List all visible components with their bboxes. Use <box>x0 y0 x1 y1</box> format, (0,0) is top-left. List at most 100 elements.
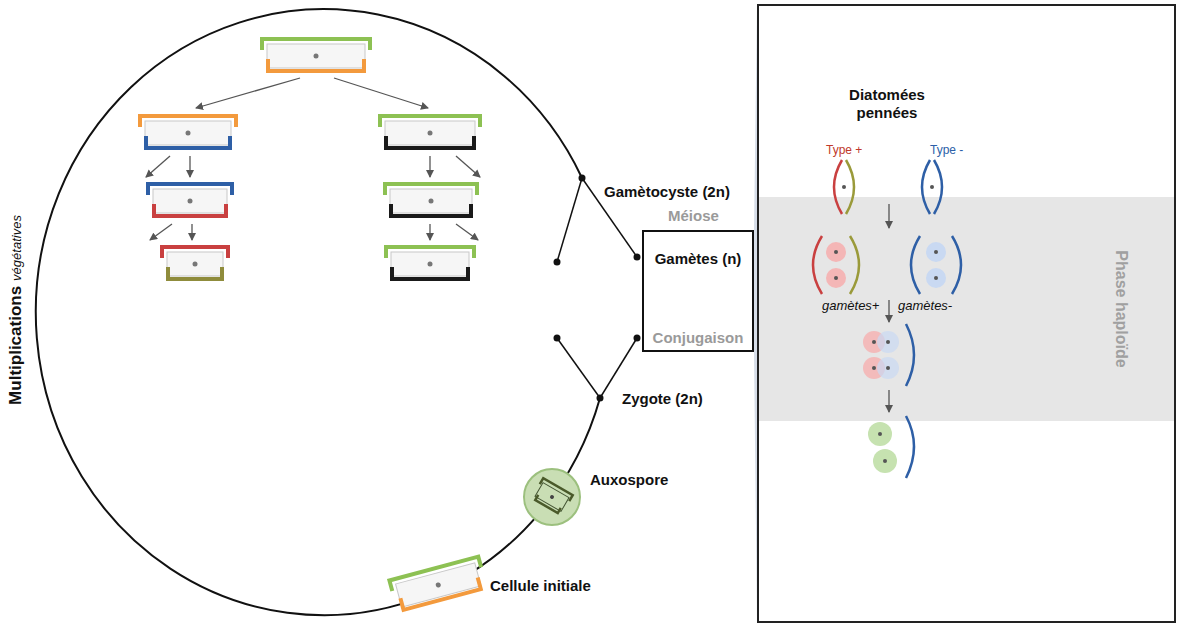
band-fill <box>759 197 1174 421</box>
epitheca <box>385 184 477 195</box>
stage-label: Gamètocyste (2n) <box>604 183 730 201</box>
pennate-illustration <box>813 160 961 478</box>
cycle-branches <box>557 178 637 398</box>
cycle-dot <box>554 335 561 342</box>
cycle-subtitle: végétatives <box>9 215 25 281</box>
nucleus <box>872 340 876 344</box>
stage-label: Auxospore <box>590 471 668 489</box>
cycle-title: Multiplications <box>6 286 26 405</box>
stage-label: Zygote (2n) <box>622 390 703 408</box>
epitheca <box>389 557 481 591</box>
valve <box>911 236 920 294</box>
stage-box: Gamètes (n)Conjugaison <box>642 230 754 352</box>
epitheca <box>540 478 573 501</box>
epitheca <box>140 116 236 127</box>
division-arrow <box>456 156 480 177</box>
valve <box>813 236 822 294</box>
division-arrow <box>150 224 172 240</box>
gamete-label: gamètes- <box>898 298 952 314</box>
auxospore-circle <box>524 469 580 525</box>
hypotheca <box>400 578 480 610</box>
nucleus <box>186 131 191 136</box>
step-arrow <box>888 204 889 228</box>
epitheca <box>380 116 480 127</box>
valve <box>846 160 854 214</box>
division-arrow <box>429 156 430 177</box>
cycle-dot <box>634 335 641 342</box>
hypotheca <box>146 136 230 148</box>
hypotheca <box>391 204 471 216</box>
branch-line <box>557 178 582 262</box>
frustule <box>386 247 474 279</box>
step-arrow <box>888 300 889 322</box>
zoom-panel: Diatomées pennéesType + Type - Phase haplo… <box>757 4 1176 623</box>
frustule <box>140 116 236 148</box>
nucleus <box>930 185 934 189</box>
cycle-dot <box>597 395 604 402</box>
gamete-minus <box>877 331 899 353</box>
cell-body <box>267 44 365 68</box>
step-arrows <box>888 204 889 412</box>
auxospore-figure <box>524 469 580 525</box>
epitheca <box>386 247 474 258</box>
mating-type-label: Type - <box>930 143 963 157</box>
text-holder: Phase haploïde <box>1111 250 1130 367</box>
valve <box>834 160 842 214</box>
panel-title: Diatomées pennées <box>832 86 942 122</box>
haploid-band: Phase haploïdegamètes+gamètes- <box>759 197 1174 421</box>
nuclei <box>834 185 938 463</box>
gamete-plus <box>826 268 846 288</box>
text-holder: Cellule initiale <box>490 577 591 595</box>
haploid-band-fill <box>759 197 1174 421</box>
cell-body <box>385 121 475 145</box>
division-arrow <box>456 224 478 240</box>
valve <box>906 416 914 478</box>
nucleus <box>886 340 890 344</box>
epitheca <box>162 247 228 258</box>
nucleus <box>193 262 198 267</box>
nucleus <box>878 432 882 436</box>
cycle-dot <box>554 259 561 266</box>
stage-label: Cellule initiale <box>490 577 591 595</box>
frustule <box>380 116 480 148</box>
frustule <box>148 184 232 216</box>
nucleus <box>429 199 434 204</box>
cell-body <box>390 189 472 213</box>
valve <box>934 160 942 214</box>
mating-type-label: Type + <box>826 143 862 157</box>
hypotheca <box>392 267 468 279</box>
frustule <box>162 247 228 279</box>
text-holder: Zygote (2n) <box>622 390 703 408</box>
text-holder: Type - <box>930 140 963 158</box>
zygote-cell <box>868 422 892 446</box>
cell-body <box>391 252 469 276</box>
nucleus <box>428 262 433 267</box>
nucleus <box>934 250 938 254</box>
branch-line <box>557 338 600 398</box>
epitheca <box>262 39 370 50</box>
valve <box>850 236 859 294</box>
nucleus <box>934 276 938 280</box>
nucleus <box>314 54 319 59</box>
gamete-plus <box>826 242 846 262</box>
cell-body <box>153 189 227 213</box>
text-holder: Gamètocyste (2n) <box>604 183 730 201</box>
nucleus <box>872 366 876 370</box>
hypotheca <box>154 204 226 216</box>
text-holder: Méiose <box>668 207 719 225</box>
auxospore-frustule <box>532 478 573 515</box>
gamete-cells <box>826 242 946 473</box>
cell-body <box>145 121 231 145</box>
gamete-minus <box>877 357 899 379</box>
frustule <box>262 39 370 71</box>
cycle-dot <box>634 254 641 261</box>
nucleus <box>428 131 433 136</box>
rotated-title: Multiplications végétatives <box>6 215 26 405</box>
frustule <box>389 557 486 612</box>
zygote-cell <box>873 449 897 473</box>
cycle-dot <box>579 175 586 182</box>
stage-step: Conjugaison <box>653 329 744 347</box>
epitheca <box>148 184 232 195</box>
text-holder: Auxospore <box>590 471 668 489</box>
cycle-dots <box>554 175 641 402</box>
